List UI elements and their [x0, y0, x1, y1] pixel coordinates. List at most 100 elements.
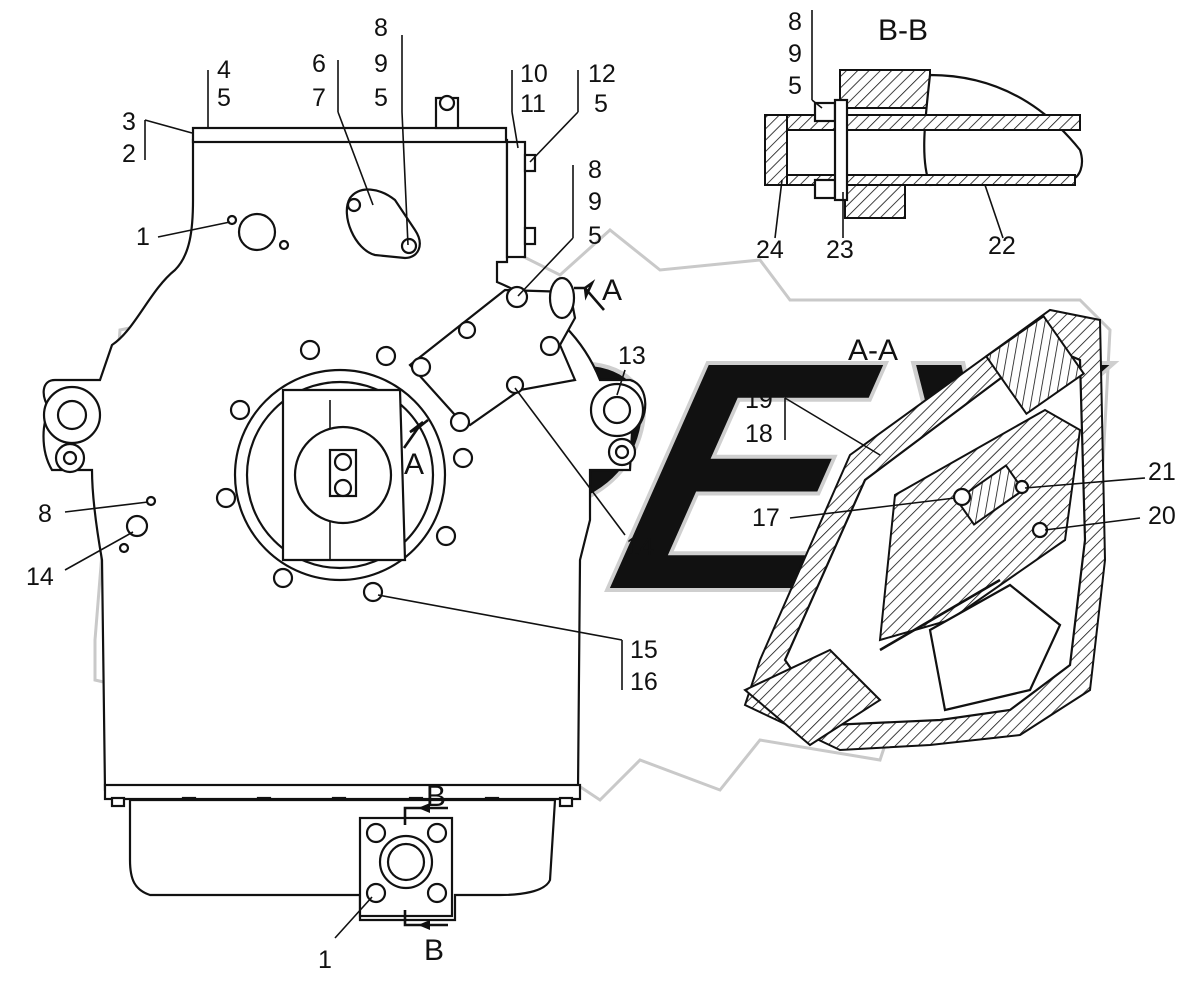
flange-bolt [375, 345, 397, 367]
leader-14-right [514, 387, 626, 536]
section-a-top-head [583, 279, 596, 301]
leader-20 [1044, 517, 1141, 531]
callout-1-left: 1 [136, 223, 150, 251]
oil-pan [128, 798, 557, 922]
bb-seal [833, 98, 849, 202]
bracket-6-7 [337, 60, 374, 206]
bolt-12 [523, 153, 537, 173]
flange-bolt [215, 487, 237, 509]
flange-bolts [215, 339, 474, 603]
bb-outer-wall-lower [844, 179, 906, 219]
right-boss-hole [614, 444, 630, 460]
callout-24: 24 [756, 236, 784, 264]
callout-16: 16 [630, 668, 658, 696]
drain-bolt [365, 822, 387, 844]
port-1-dot [278, 239, 290, 251]
lever-bolt-14 [505, 375, 525, 395]
callout-20: 20 [1148, 502, 1176, 530]
section-marker-a-top: A [602, 274, 622, 307]
leader-21 [1024, 477, 1146, 489]
flange-bolt-bottom [558, 796, 574, 808]
callout-labels: 1 1 2 3 4 5 6 7 8 9 5 10 11 12 5 8 9 5 1… [26, 8, 1176, 974]
port-1 [237, 212, 277, 252]
callout-8-left: 8 [38, 500, 52, 528]
aa-shaft-block [878, 408, 1082, 642]
callout-9-a: 9 [374, 50, 388, 78]
section-arrows [402, 279, 605, 930]
callout-6: 6 [312, 50, 326, 78]
bracket-15-16 [377, 594, 623, 690]
leader-22 [984, 184, 1004, 239]
callout-bb-9: 9 [788, 40, 802, 68]
leader-17 [789, 497, 956, 519]
flange-bolt [452, 447, 474, 469]
section-marker-b-top: B [426, 780, 446, 813]
callout-19: 19 [745, 386, 773, 414]
bracket-10-11 [511, 70, 519, 149]
section-title-aa: A-A [848, 334, 898, 367]
bracket-8-9-5 [401, 35, 409, 246]
top-cover-plate [191, 126, 508, 144]
flange-bolt-15 [362, 581, 384, 603]
leader-13 [616, 369, 626, 396]
callout-13: 13 [618, 342, 646, 370]
bracket-bb-8-9-5 [811, 10, 823, 109]
callout-4: 4 [217, 56, 231, 84]
callout-bb-5: 5 [788, 72, 802, 100]
flange-bolt [299, 339, 321, 361]
section-title-bb: B-B [878, 14, 928, 47]
callout-3: 3 [122, 108, 136, 136]
leader-14-left [64, 531, 134, 571]
drain-bolt [426, 882, 448, 904]
drain-bolt [426, 822, 448, 844]
lever-pivot-bottom [449, 411, 471, 433]
bracket-8-9-5-right [517, 165, 574, 297]
callout-17: 17 [752, 504, 780, 532]
callout-10: 10 [520, 60, 548, 88]
drain-plug-inner [386, 842, 426, 882]
leader-lines [64, 10, 1146, 939]
lever-pivot-mid [457, 320, 477, 340]
right-lug-hole [602, 395, 632, 425]
callout-12: 12 [588, 60, 616, 88]
callout-9-b: 9 [588, 188, 602, 216]
leader-1-bottom [334, 896, 373, 939]
callout-5-b: 5 [374, 84, 388, 112]
hub-bolt-a [333, 452, 353, 472]
callout-2: 2 [122, 140, 136, 168]
bolt-side-lower [523, 226, 537, 246]
breather-cap [438, 94, 456, 112]
aa-bearing-top [984, 314, 1086, 416]
callout-14-left: 14 [26, 563, 54, 591]
housing-front-view [42, 94, 647, 922]
aa-pin-20 [1031, 521, 1049, 539]
flange-bolt [272, 567, 294, 589]
section-bb-view [764, 69, 1084, 219]
leader-24 [774, 179, 783, 239]
section-b-top-head [418, 803, 430, 813]
flange-bolt [229, 399, 251, 421]
aa-bushing [955, 464, 1025, 526]
callout-5-a: 5 [217, 84, 231, 112]
aa-pin-17 [952, 487, 972, 507]
leader-1 [157, 221, 231, 238]
hole-14 [125, 514, 149, 538]
bracket-12-5 [529, 70, 579, 163]
callout-5-c: 5 [594, 90, 608, 118]
section-b-top-arrow [403, 806, 448, 825]
bb-outer-wall [839, 69, 931, 109]
inspection-cover [345, 188, 421, 260]
callout-22: 22 [988, 232, 1016, 260]
callout-8-b: 8 [588, 156, 602, 184]
left-lug-hole [56, 399, 88, 431]
left-boss-hole [62, 450, 78, 466]
callout-bb-8: 8 [788, 8, 802, 36]
inspection-cover-bolt-b [400, 237, 418, 255]
callout-15: 15 [630, 636, 658, 664]
leader-8-left [64, 501, 149, 513]
callout-8-a: 8 [374, 14, 388, 42]
section-a-mid-head [409, 420, 424, 434]
hub-bolt-b [333, 478, 353, 498]
callout-21: 21 [1148, 458, 1176, 486]
